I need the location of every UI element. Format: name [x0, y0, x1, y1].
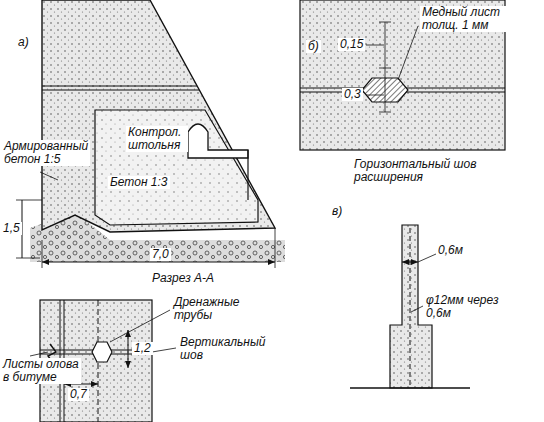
dimension: 0,7	[68, 388, 89, 401]
material-label: Бетон 1:3	[108, 176, 170, 189]
rebar-label: φ12мм через 0,6м	[424, 294, 504, 320]
section-title: Разрез А-А	[150, 272, 216, 285]
dimension: 0,3	[342, 88, 363, 101]
part-label: Вертикальный шов	[178, 336, 266, 362]
dimension: 1,5	[1, 222, 22, 235]
dimension: 0,6м	[436, 244, 465, 257]
joint-label: Горизонтальный шов расширения	[352, 158, 506, 184]
part-label: Дренажные трубы	[172, 296, 248, 322]
part-label: Листы олова в битуме	[1, 358, 81, 384]
panel-letter: в)	[330, 205, 344, 218]
dimension: 1,2	[132, 342, 153, 355]
panel-letter: а)	[16, 36, 31, 49]
part-label: Медный лист толщ. 1 мм	[420, 6, 508, 32]
dimension: 7,0	[150, 248, 171, 261]
panel-letter: б)	[306, 40, 321, 53]
gallery-label: Контрол. штольня	[126, 126, 188, 152]
dimension: 0,15	[338, 38, 365, 51]
material-label: Армированный бетон 1:5	[2, 140, 90, 166]
